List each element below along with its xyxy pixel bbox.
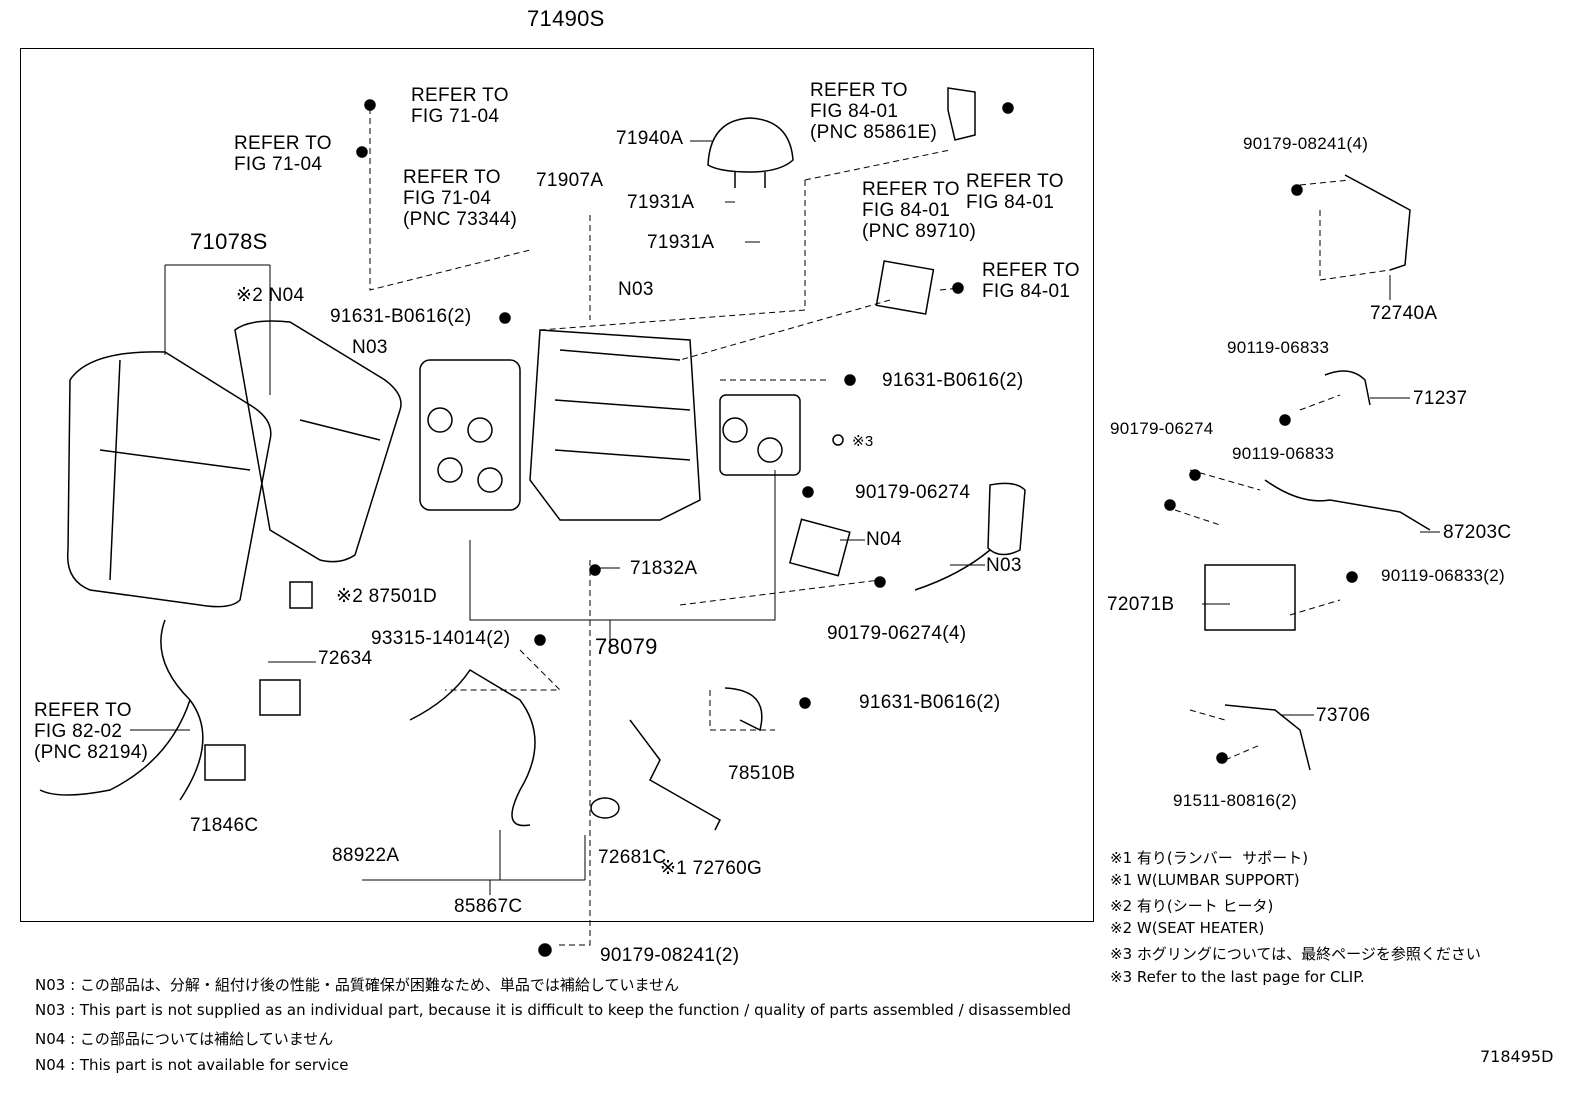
footnote: N04 : This part is not available for ser…	[35, 1056, 349, 1074]
assembly-title: 71490S	[527, 6, 605, 31]
part-label[interactable]: 87203C	[1443, 522, 1512, 543]
wire-78510b	[724, 687, 763, 732]
diagram-frame	[20, 48, 1094, 922]
part-label[interactable]: 72740A	[1370, 303, 1438, 324]
seat-frame	[529, 329, 701, 521]
part-label[interactable]: N03	[352, 337, 388, 358]
part-label[interactable]: ※2 N04	[236, 285, 305, 306]
part-label[interactable]: 72634	[318, 648, 373, 669]
duct-88922a	[409, 668, 536, 827]
part-label[interactable]: 73706	[1316, 705, 1371, 726]
cover-71846c	[204, 744, 246, 781]
cover-72634	[259, 679, 301, 716]
part-label[interactable]: REFER TO FIG 84-01	[982, 260, 1080, 302]
part-label[interactable]: 72681C	[598, 847, 667, 868]
part-label[interactable]: N03	[986, 555, 1022, 576]
legend-note: ※1 有り(ランバー サポート)	[1110, 849, 1309, 867]
part-label[interactable]: 90119-06833(2)	[1381, 566, 1505, 585]
part-label[interactable]: 90179-08241(2)	[600, 945, 740, 966]
part-label[interactable]: 71078S	[190, 229, 268, 254]
part-label[interactable]: REFER TO FIG 71-04	[234, 133, 332, 175]
module-72071b	[1204, 564, 1296, 631]
part-label[interactable]: 71940A	[616, 128, 684, 149]
harness-87203c	[1264, 479, 1431, 531]
bracket-73706	[1224, 704, 1311, 771]
lumbar-assembly	[419, 359, 801, 511]
part-label[interactable]: 91631-B0616(2)	[330, 306, 472, 327]
part-label[interactable]: REFER TO FIG 84-01	[966, 171, 1064, 213]
bracket-72740a	[1344, 174, 1411, 271]
part-label[interactable]: 71931A	[647, 232, 715, 253]
part-label[interactable]: 90179-08241(4)	[1243, 134, 1369, 153]
bracket-85861E	[947, 87, 976, 141]
part-label[interactable]: 90179-06274	[1110, 419, 1214, 438]
part-label[interactable]: 93315-14014(2)	[371, 628, 511, 649]
part-label[interactable]: 90179-06274(4)	[827, 623, 967, 644]
heater-switch-n03	[987, 482, 1026, 556]
legend-note: ※3 ホグリングについては、最終ページを参照ください	[1110, 945, 1481, 963]
seat-back-pad	[234, 320, 402, 563]
switch-87501d	[289, 581, 313, 609]
part-label[interactable]: 71907A	[536, 170, 604, 191]
part-label[interactable]: REFER TO FIG 82-02 (PNC 82194)	[34, 700, 149, 763]
part-label[interactable]: ※1 72760G	[660, 858, 763, 879]
part-label[interactable]: ※3	[852, 433, 874, 450]
part-label[interactable]: REFER TO FIG 84-01 (PNC 85861E)	[810, 80, 938, 143]
ecu-module	[875, 260, 935, 315]
part-label[interactable]: 78079	[595, 634, 658, 659]
part-label[interactable]: N03	[618, 279, 654, 300]
legend-note: ※2 W(SEAT HEATER)	[1110, 919, 1265, 937]
part-label[interactable]: 91631-B0616(2)	[882, 370, 1024, 391]
seat-back-cover	[66, 351, 272, 608]
headrest	[707, 117, 794, 173]
wire-harness	[39, 619, 204, 801]
part-label[interactable]: 71832A	[630, 558, 698, 579]
part-label[interactable]: 85867C	[454, 896, 523, 917]
legend-note: ※2 有り(シート ヒータ)	[1110, 897, 1274, 915]
part-label[interactable]: 90119-06833	[1232, 444, 1335, 463]
grommet-72681c	[590, 797, 620, 819]
cable-72760g	[629, 719, 721, 831]
part-label[interactable]: 78510B	[728, 763, 796, 784]
part-label[interactable]: 91511-80816(2)	[1173, 791, 1297, 810]
part-label[interactable]: REFER TO FIG 84-01 (PNC 89710)	[862, 179, 977, 242]
footnote: N03 : This part is not supplied as an in…	[35, 1001, 1072, 1019]
part-label[interactable]: 71846C	[190, 815, 259, 836]
part-label[interactable]: 71237	[1413, 388, 1468, 409]
part-label[interactable]: 90179-06274	[855, 482, 971, 503]
part-label[interactable]: REFER TO FIG 71-04 (PNC 73344)	[403, 167, 518, 230]
bracket-n04	[788, 518, 851, 577]
part-label[interactable]: ※2 87501D	[336, 586, 438, 607]
figure-code: 718495D	[1480, 1047, 1554, 1066]
part-label[interactable]: 71931A	[627, 192, 695, 213]
legend-note: ※3 Refer to the last page for CLIP.	[1110, 968, 1365, 986]
part-label[interactable]: REFER TO FIG 71-04	[411, 85, 509, 127]
part-label[interactable]: N04	[866, 529, 902, 550]
footnote: N03 : この部品は、分解・組付け後の性能・品質確保が困難なため、単品では補給…	[35, 976, 680, 994]
part-label[interactable]: 90119-06833	[1227, 338, 1330, 357]
footnote: N04 : この部品については補給していません	[35, 1030, 334, 1048]
bracket-71237	[1324, 370, 1371, 406]
clip-icon	[832, 434, 844, 446]
part-label[interactable]: 91631-B0616(2)	[859, 692, 1001, 713]
part-label[interactable]: 72071B	[1107, 594, 1175, 615]
dashed-guides	[369, 108, 1391, 946]
legend-note: ※1 W(LUMBAR SUPPORT)	[1110, 871, 1300, 889]
part-label[interactable]: 88922A	[332, 845, 400, 866]
fasteners	[356, 99, 1358, 957]
leader-lines	[130, 140, 1440, 895]
